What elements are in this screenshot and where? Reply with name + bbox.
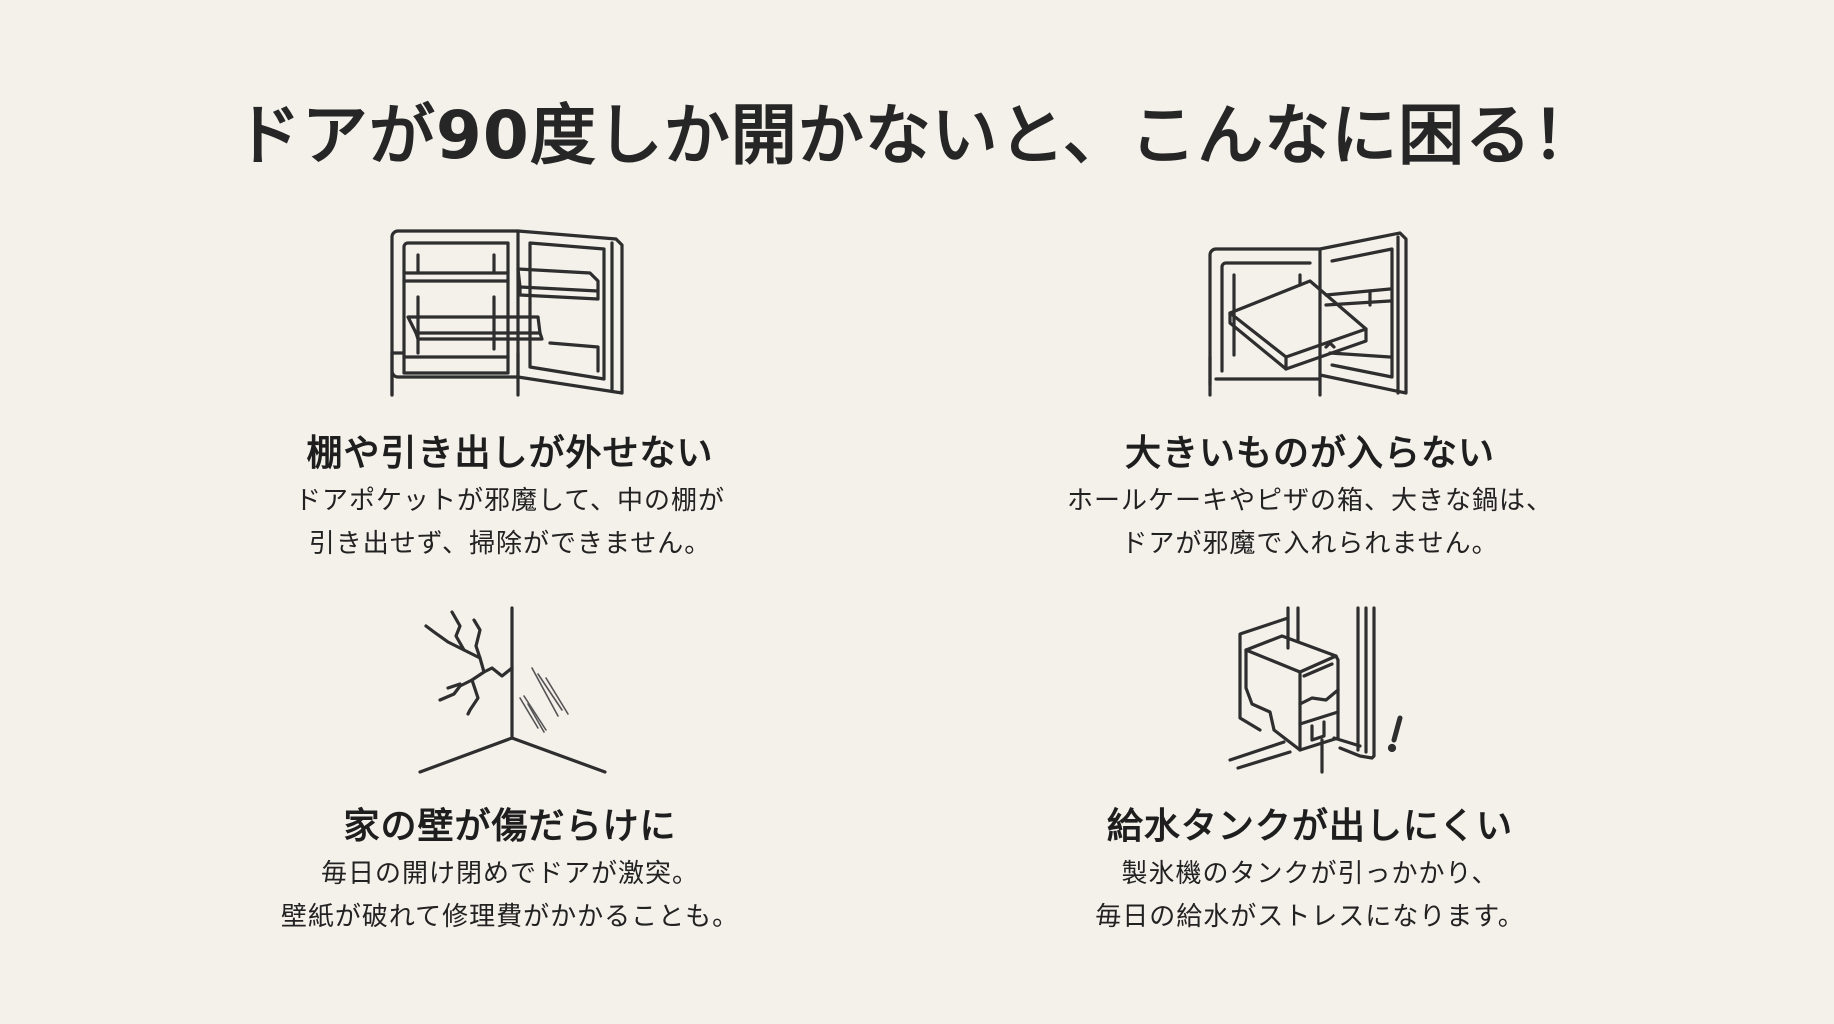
page-title: ドアが90度しか開かないと、こんなに困る！ xyxy=(234,97,1600,174)
fridge-pizza-box-icon xyxy=(1208,231,1408,397)
description-line: ホールケーキやピザの箱、大きな鍋は、 xyxy=(1066,486,1553,516)
description-line: ドアが邪魔で入れられません。 xyxy=(1121,529,1499,559)
description-line: ドアポケットが邪魔して、中の棚が xyxy=(295,486,725,516)
panel-wall-damage: 家の壁が傷だらけに 毎日の開け閉めでドアが激突。 壁紙が破れて修理費がかかること… xyxy=(200,600,820,939)
fridge-shelf-icon xyxy=(390,229,624,397)
panel-description: 毎日の開け閉めでドアが激突。 壁紙が破れて修理費がかかることも。 xyxy=(200,853,820,939)
panel-description: ホールケーキやピザの箱、大きな鍋は、 ドアが邪魔で入れられません。 xyxy=(1000,480,1620,566)
panel-heading: 家の壁が傷だらけに xyxy=(343,806,677,847)
description-line: 引き出せず、掃除ができません。 xyxy=(308,529,712,559)
cracked-wall-icon xyxy=(418,606,607,774)
description-line: 製氷機のタンクが引っかかり、 xyxy=(1121,859,1499,889)
panel-heading: 給水タンクが出しにくい xyxy=(1106,806,1514,847)
water-tank-icon xyxy=(1228,606,1403,774)
description-line: 壁紙が破れて修理費がかかることも。 xyxy=(280,902,740,932)
description-line: 毎日の給水がストレスになります。 xyxy=(1095,902,1525,932)
panel-heading: 棚や引き出しが外せない xyxy=(306,433,714,474)
panel-description: 製氷機のタンクが引っかかり、 毎日の給水がストレスになります。 xyxy=(1000,853,1620,939)
panel-heading: 大きいものが入らない xyxy=(1124,433,1495,474)
description-line: 毎日の開け閉めでドアが激突。 xyxy=(320,859,699,889)
panel-large-items: 大きいものが入らない ホールケーキやピザの箱、大きな鍋は、 ドアが邪魔で入れられ… xyxy=(1000,225,1620,566)
panel-water-tank: 給水タンクが出しにくい 製氷機のタンクが引っかかり、 毎日の給水がストレスになり… xyxy=(1000,600,1620,939)
panel-shelves: 棚や引き出しが外せない ドアポケットが邪魔して、中の棚が 引き出せず、掃除ができ… xyxy=(200,225,820,566)
panel-description: ドアポケットが邪魔して、中の棚が 引き出せず、掃除ができません。 xyxy=(200,480,820,566)
